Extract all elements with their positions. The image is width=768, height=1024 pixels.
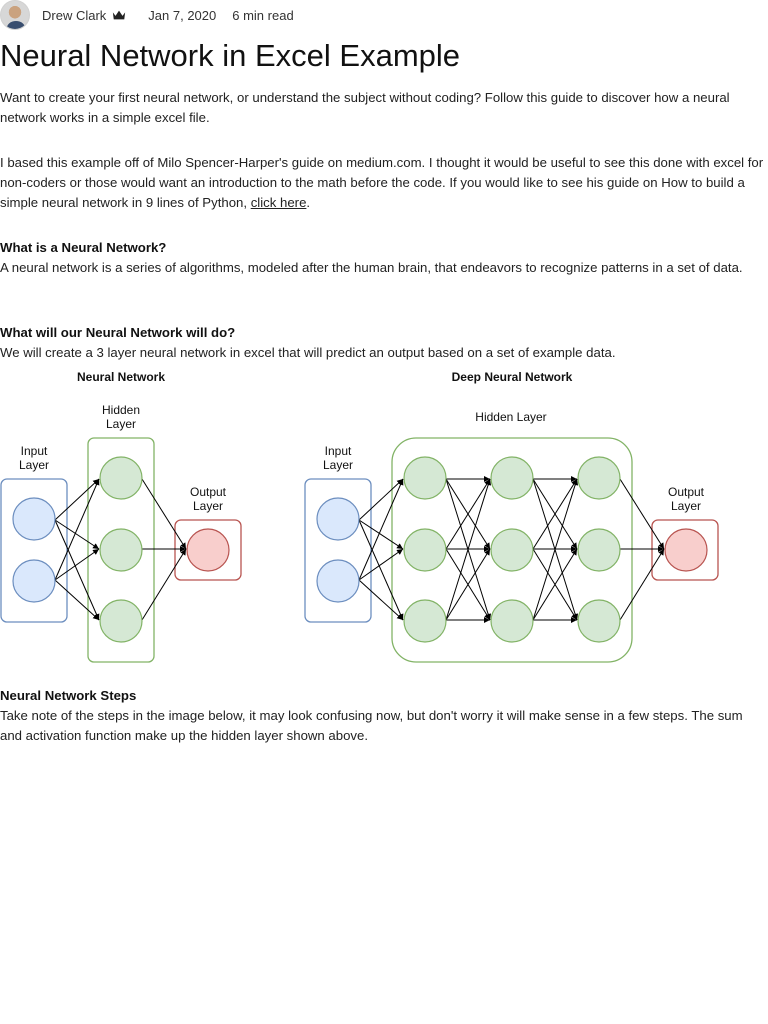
right-input-node-1: [316, 497, 360, 541]
right-output-label-2: Layer: [671, 499, 701, 513]
left-hidden-layer-box: [87, 437, 155, 663]
right-hidden3-node-3: [577, 599, 621, 643]
read-time: 6 min read: [232, 7, 294, 23]
author-avatar[interactable]: [0, 0, 30, 30]
right-hidden-layer-box: [391, 437, 633, 663]
section-heading-what-is: What is a Neural Network?: [0, 240, 167, 255]
neural-network-figure: Neural Network Hidden Layer Input Layer …: [0, 370, 719, 663]
section-body-what-is: A neural network is a series of algorith…: [0, 260, 743, 275]
right-input-node-2: [316, 559, 360, 603]
left-hidden-node-1: [99, 456, 143, 500]
publish-date: Jan 7, 2020: [148, 7, 217, 23]
left-hidden-label-2: Layer: [106, 417, 136, 431]
section-heading-what-will: What will our Neural Network will do?: [0, 325, 236, 340]
right-hidden2-node-3: [490, 599, 534, 643]
right-hidden1-node-1: [403, 456, 447, 500]
left-input-node-2: [12, 559, 56, 603]
section-body-what-will: We will create a 3 layer neural network …: [0, 345, 616, 360]
right-hidden1-node-2: [403, 528, 447, 572]
based-text: I based this example off of Milo Spencer…: [0, 155, 764, 210]
intro-paragraph: Want to create your first neural network…: [0, 90, 730, 125]
right-hidden-label: Hidden Layer: [475, 410, 546, 424]
left-hidden-node-3: [99, 599, 143, 643]
author-name[interactable]: Drew Clark: [42, 7, 107, 23]
right-input-label-2: Layer: [323, 458, 353, 472]
left-input-label-2: Layer: [19, 458, 49, 472]
left-output-label-2: Layer: [193, 499, 223, 513]
left-output-label-1: Output: [190, 485, 227, 499]
click-here-link[interactable]: click here: [250, 195, 307, 210]
right-hidden2-node-1: [490, 456, 534, 500]
crown-icon: [113, 10, 126, 20]
section-heading-steps: Neural Network Steps: [0, 688, 137, 703]
left-output-layer-box: [174, 519, 242, 581]
right-hidden2-node-2: [490, 528, 534, 572]
article-meta: Drew Clark Jan 7, 2020 6 min read: [0, 0, 768, 30]
right-diagram-title: Deep Neural Network: [452, 370, 573, 384]
left-hidden-node-2: [99, 528, 143, 572]
right-hidden1-node-3: [403, 599, 447, 643]
right-output-layer-box: [651, 519, 719, 581]
left-diagram-title: Neural Network: [77, 370, 165, 384]
left-input-layer-box: [0, 478, 68, 623]
right-hidden3-node-1: [577, 456, 621, 500]
right-output-node: [664, 528, 708, 572]
left-output-node: [186, 528, 230, 572]
left-input-label-1: Input: [21, 444, 48, 458]
left-input-node-1: [12, 497, 56, 541]
left-hidden-label-1: Hidden: [102, 403, 140, 417]
right-input-layer-box: [304, 478, 372, 623]
based-paragraph: I based this example off of Milo Spencer…: [0, 153, 768, 213]
right-output-label-1: Output: [668, 485, 705, 499]
right-input-label-1: Input: [325, 444, 352, 458]
right-hidden3-node-2: [577, 528, 621, 572]
page-title: Neural Network in Excel Example: [0, 38, 461, 73]
based-end: .: [306, 195, 311, 210]
section-body-steps: Take note of the steps in the image belo…: [0, 708, 743, 743]
